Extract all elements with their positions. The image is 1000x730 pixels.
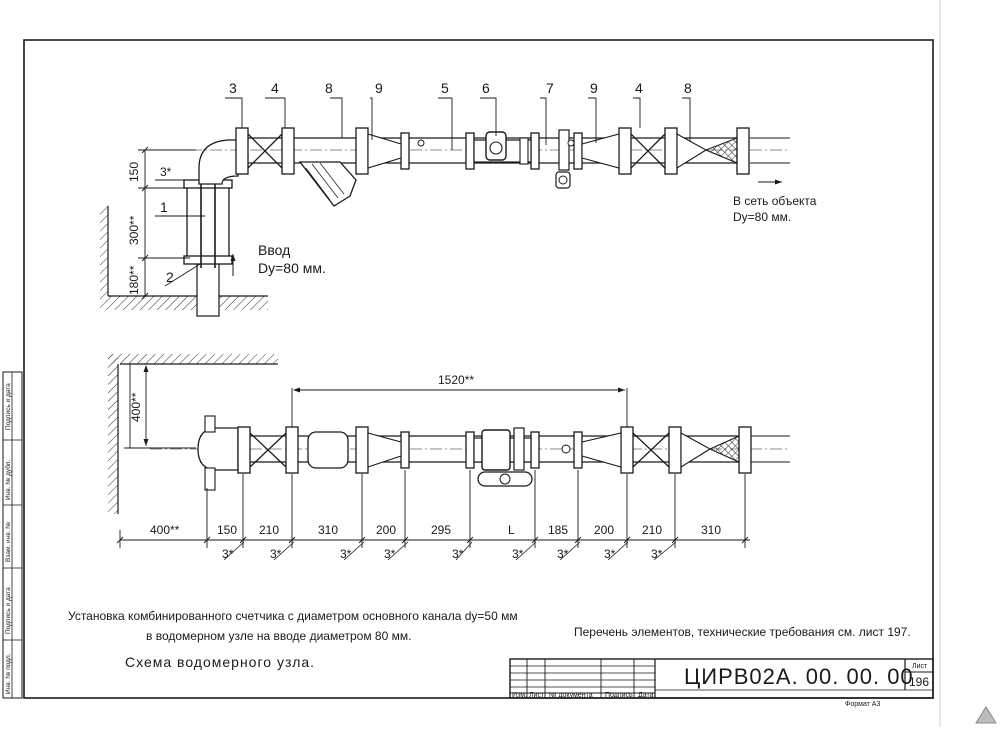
- callout-8b: 8: [684, 80, 692, 96]
- gap-3star-3: 3*: [340, 547, 352, 561]
- tb-sheet-number: 196: [909, 675, 929, 689]
- dim-150-bottom: 150: [217, 523, 237, 537]
- callout-3: 3: [229, 80, 237, 96]
- side-label-replace-inventory: Взам. инв. №: [5, 522, 12, 562]
- dim-400-vertical: 400**: [129, 392, 143, 422]
- outlet-dy: Dy=80 мм.: [733, 210, 791, 224]
- dim-185: 185: [548, 523, 568, 537]
- elbow-bottom: [197, 427, 239, 471]
- gap-3star-8: 3*: [604, 547, 616, 561]
- title-block: Изм. Лист № документа Подпись Дата ЦИРВ0…: [509, 658, 934, 708]
- dim-200-a: 200: [376, 523, 396, 537]
- flanges-bottom: [237, 426, 752, 474]
- dim-1520: 1520**: [438, 373, 474, 387]
- tb-format: Формат А3: [845, 701, 880, 708]
- tb-header-sheet: Лист: [529, 692, 545, 699]
- floor-hatch-top: [108, 296, 268, 310]
- dim-295: 295: [431, 523, 451, 537]
- document-code: ЦИРВ02А. 00. 00. 00: [684, 664, 914, 689]
- gap-3star-5: 3*: [452, 547, 464, 561]
- callout-9b: 9: [590, 80, 598, 96]
- leader-2: 2: [166, 269, 174, 285]
- note-line-2: в водомерном узле на вводе диаметром 80 …: [146, 629, 411, 643]
- callout-8: 8: [325, 80, 333, 96]
- leader-1: 1: [160, 199, 168, 215]
- inlet-label: Ввод: [258, 242, 290, 258]
- gap-3star-7: 3*: [557, 547, 569, 561]
- sheet-frame: [23, 39, 934, 699]
- side-label-signature-date-1: Подпись и дата: [5, 383, 12, 430]
- dim-300: 300**: [127, 215, 141, 245]
- dim-310-a: 310: [318, 523, 338, 537]
- note-line-1: Установка комбинированного счетчика с ди…: [68, 609, 518, 623]
- callout-9: 9: [375, 80, 383, 96]
- side-label-original-inventory: Инв. № подл.: [5, 653, 12, 694]
- dim-L: L: [508, 523, 515, 537]
- side-label-dup-inventory: Инв. № дубл.: [4, 460, 12, 500]
- tb-header-signature: Подпись: [605, 692, 633, 699]
- pipe-elbow: [198, 139, 239, 185]
- inlet-dy: Dy=80 мм.: [258, 260, 326, 276]
- dim-210-b: 210: [642, 523, 662, 537]
- gap-3star-6: 3*: [512, 547, 524, 561]
- callout-4: 4: [271, 80, 279, 96]
- note-reference: Перечень элементов, технические требован…: [574, 625, 911, 639]
- callout-4b: 4: [635, 80, 643, 96]
- corner-logo-icon: [974, 705, 998, 725]
- gap-3star-1: 3*: [222, 547, 234, 561]
- water-meter-bottom: [481, 429, 511, 471]
- dim-310-b: 310: [701, 523, 721, 537]
- callout-7: 7: [546, 80, 554, 96]
- wall-hatch-top: [100, 206, 108, 310]
- tb-header-document: № документа: [549, 692, 593, 699]
- tb-header-date: Дата: [638, 692, 654, 699]
- wall-sleeve: [186, 185, 230, 259]
- ceiling-hatch: [108, 354, 278, 364]
- strainer-bottom: [307, 431, 349, 469]
- dim-180: 180**: [127, 265, 141, 295]
- drawing-caption: Схема водомерного узла.: [125, 654, 315, 670]
- outlet-label: В сеть объекта: [733, 194, 817, 208]
- callout-5: 5: [441, 80, 449, 96]
- dim-210-a: 210: [259, 523, 279, 537]
- strainer: [298, 161, 357, 207]
- gap-3star-9: 3*: [651, 547, 663, 561]
- callout-6: 6: [482, 80, 490, 96]
- mesh-filter-top: [704, 137, 738, 164]
- wall-hatch-bottom: [108, 354, 118, 514]
- mesh-filter-bottom: [708, 435, 740, 463]
- dim-200-b: 200: [594, 523, 614, 537]
- dim-150: 150: [127, 162, 141, 182]
- top-view: 3 4 8 9 5 6 7 9 4 8 150 3* 300** 180** 1: [100, 80, 817, 317]
- dim-3star: 3*: [160, 165, 172, 179]
- dim-400: 400**: [150, 523, 180, 537]
- gap-3star-4: 3*: [384, 547, 396, 561]
- flanges-top: [235, 127, 750, 175]
- bottom-view: 400** 1520**: [108, 354, 790, 561]
- tb-sheet-label: Лист: [912, 663, 928, 670]
- tb-header-change: Изм.: [512, 692, 527, 699]
- side-strip: Подпись и дата Инв. № дубл. Взам. инв. №…: [2, 371, 23, 699]
- gap-3star-2: 3*: [270, 547, 282, 561]
- side-label-signature-date-2: Подпись и дата: [5, 587, 12, 634]
